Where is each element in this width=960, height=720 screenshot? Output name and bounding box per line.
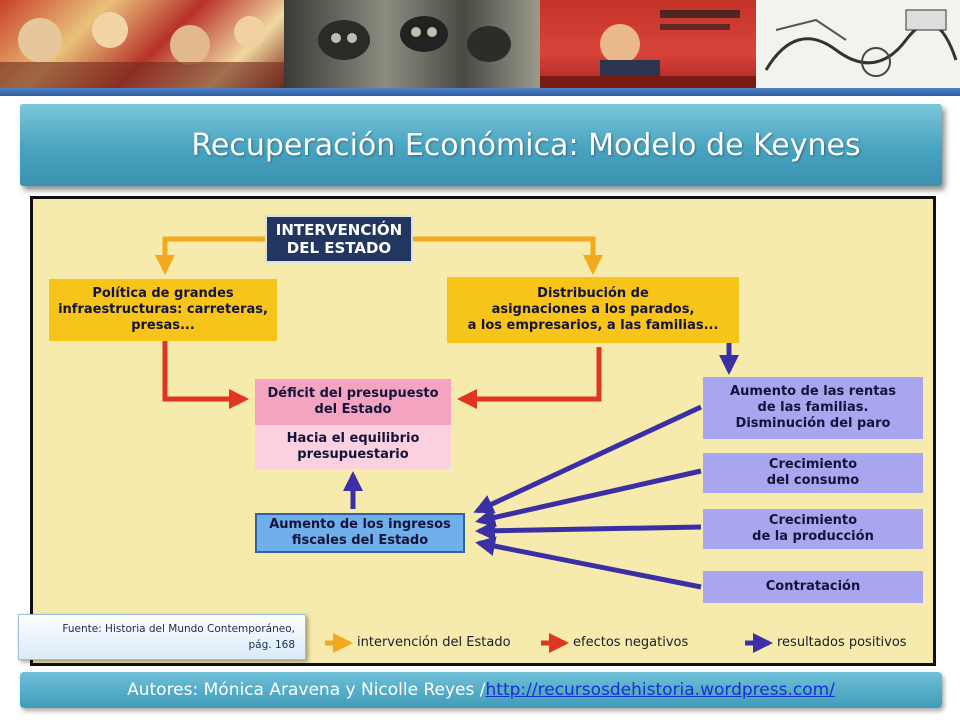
source-line-2: pág. 168 [248,639,295,651]
arrow-rentas-ingresos [473,404,703,514]
node-deficit: Déficit del presupuesto del Estado [255,379,451,425]
footer-authors: Autores: Mónica Aravena y Nicolle Reyes … [127,680,486,700]
illustration-1-art [0,12,284,88]
arrow-intervencion-infraestructuras [155,236,265,275]
footer-bar: Autores: Mónica Aravena y Nicolle Reyes … [20,672,942,708]
node-rentas-familias: Aumento de las rentas de las familias. D… [703,377,923,439]
slide-title: Recuperación Económica: Modelo de Keynes [191,128,861,163]
node-ingresos-fiscales: Aumento de los ingresos fiscales del Est… [255,513,465,553]
node-asignaciones: Distribución de asignaciones a los parad… [447,277,739,343]
diagram-connectors [155,236,773,653]
keynes-diagram: INTERVENCIÓN DEL ESTADO Política de gran… [30,196,936,666]
node-equilibrio: Hacia el equilibrio presupuestario [255,425,451,469]
source-note: Fuente: Historia del Mundo Contemporáneo… [18,614,306,660]
banner-rule [0,88,960,96]
banner [0,0,960,88]
arrow-infraestructuras-deficit [162,341,249,409]
arrow-consumo-ingresos [475,468,702,528]
node-consumo: Crecimiento del consumo [703,453,923,493]
title-bar: Recuperación Económica: Modelo de Keynes [20,104,942,186]
node-contratacion: Contratación [703,571,923,603]
illustration-3-art [540,10,756,88]
illustration-4-art [764,9,958,77]
banner-illustration-3 [540,0,756,88]
legend-positivos: resultados positivos [777,635,907,650]
arrow-produccion-ingresos [475,520,702,541]
node-infraestructuras: Política de grandes infraestructuras: ca… [49,279,277,341]
illustration-2-art [318,16,511,62]
arrow-asignaciones-deficit [457,347,602,409]
banner-illustration-4 [756,0,960,88]
legend-negativos: efectos negativos [573,635,689,650]
legend-intervencion: intervención del Estado [357,635,511,650]
node-produccion: Crecimiento de la producción [703,509,923,549]
banner-illustration-2 [284,0,540,88]
source-line-1: Fuente: Historia del Mundo Contemporáneo… [62,623,295,635]
node-intervencion-estado: INTERVENCIÓN DEL ESTADO [265,215,413,263]
arrow-intervencion-asignaciones [413,236,603,275]
arrow-contratacion-ingresos [475,536,702,590]
footer-link[interactable]: http://recursosdehistoria.wordpress.com/ [485,680,835,700]
banner-illustration-1 [0,0,284,88]
